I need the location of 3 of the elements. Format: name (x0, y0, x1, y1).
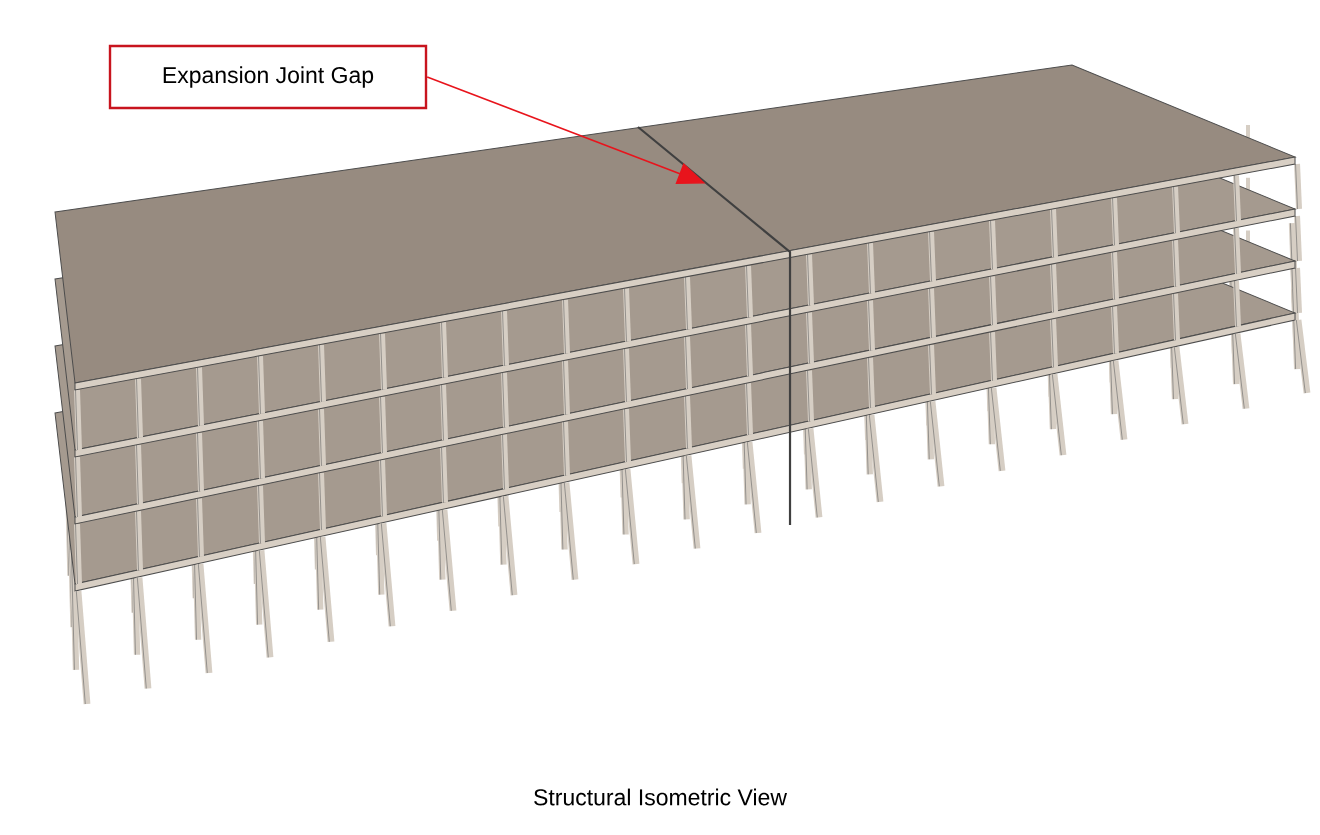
callout-box: Expansion Joint Gap (108, 44, 428, 110)
caption: Structural Isometric View (534, 788, 787, 806)
expansion-joint (637, 126, 792, 525)
